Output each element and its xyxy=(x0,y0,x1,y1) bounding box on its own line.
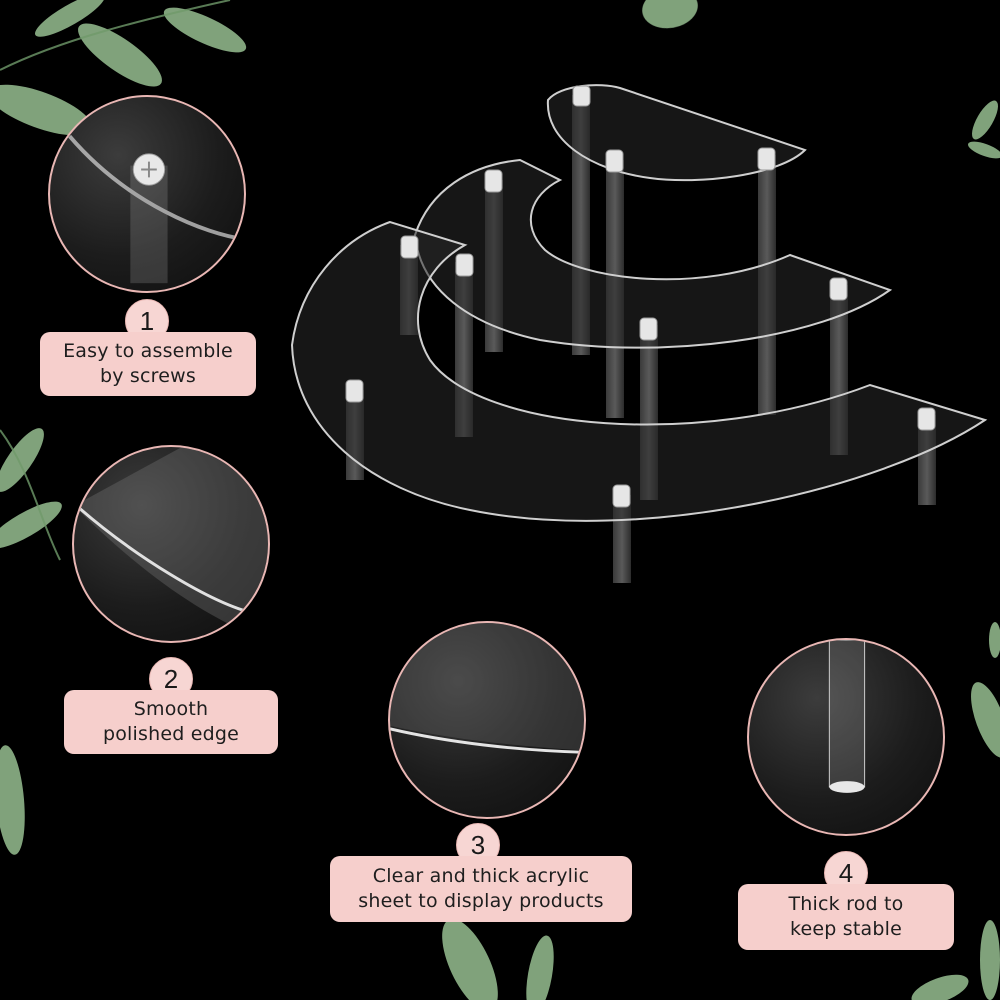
leaf-icon xyxy=(526,935,554,1000)
caption-line: Easy to assemble xyxy=(63,340,233,362)
leaf-icon xyxy=(34,0,105,37)
leaf-icon xyxy=(972,100,998,140)
caption-line: Clear and thick acrylic xyxy=(372,865,590,887)
leaf-icon xyxy=(967,141,1000,159)
feature-caption: Easy to assemble by screws xyxy=(40,332,256,396)
detail-circle-sheet xyxy=(388,621,586,819)
leaf-icon xyxy=(989,622,1000,658)
caption-line: Smooth xyxy=(133,698,209,720)
caption-line: keep stable xyxy=(789,918,903,940)
leaf-icon xyxy=(971,682,1000,758)
leaf-icon xyxy=(0,84,93,136)
feature-caption: Thick rod to keep stable xyxy=(738,884,954,950)
caption-line: by screws xyxy=(99,365,196,387)
leaf-icon xyxy=(0,745,25,855)
detail-circle-edge xyxy=(72,445,270,643)
caption-line: sheet to display products xyxy=(358,890,604,912)
caption-line: polished edge xyxy=(102,723,240,745)
leaf-icon xyxy=(0,501,62,549)
caption-line: Thick rod to xyxy=(788,893,904,915)
leaf-icon xyxy=(911,974,969,1000)
leaf-icon xyxy=(163,7,247,53)
feature-caption: Smooth polished edge xyxy=(64,690,278,754)
leaf-icon xyxy=(980,920,1000,1000)
detail-circle-rod xyxy=(747,638,945,836)
leaf-icon xyxy=(442,918,498,1000)
leaf-icon xyxy=(0,428,44,492)
detail-circle-screw xyxy=(48,95,246,293)
feature-caption: Clear and thick acrylic sheet to display… xyxy=(330,856,632,922)
leaf-icon xyxy=(642,0,698,29)
leaf-icon xyxy=(78,23,162,87)
